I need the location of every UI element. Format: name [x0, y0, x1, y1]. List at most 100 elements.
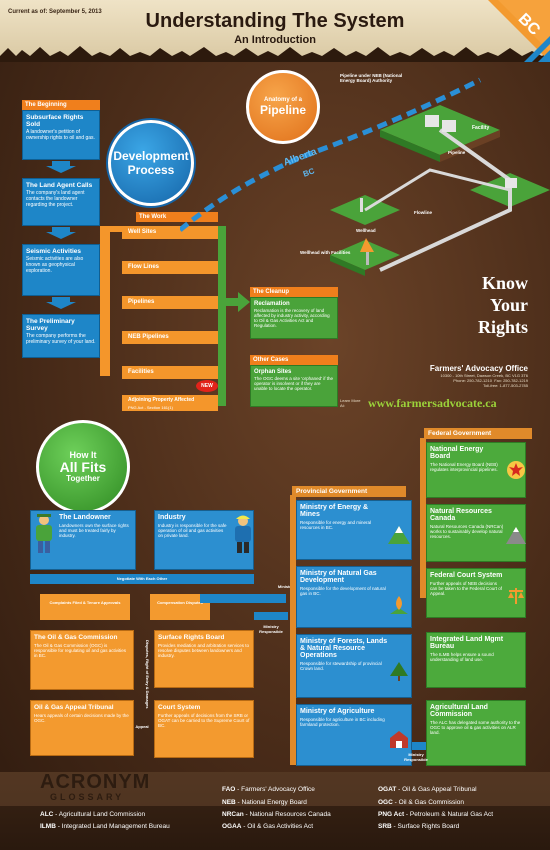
wellhead-facilities-label: Wellhead with Facilities: [300, 250, 351, 255]
ogc-text: The Oil & Gas Commission (OGC) is respon…: [34, 643, 127, 658]
fao-phone-fax: Phone: 250-782-1210 Fax: 250-782-1219: [380, 378, 528, 383]
ogat-panel: Oil & Gas Appeal Tribunal Hears appeals …: [30, 700, 134, 756]
acronym-abbr: PNG Act: [378, 811, 405, 818]
srb-panel: Surface Rights Board Provides mediation …: [154, 630, 254, 688]
development-process-circle: Development Process: [108, 120, 194, 206]
ministry-energy-text: Responsible for energy and mineral resou…: [300, 520, 372, 530]
acronym-ogaa: OGAA - Oil & Gas Activities Act: [222, 823, 314, 830]
federal-court-text: Further appeals of NEB decisions can be …: [430, 581, 503, 596]
ministry-resp-label: Ministry Responsible: [259, 624, 283, 634]
anatomy-label: Anatomy of a: [263, 97, 302, 103]
adjoining-label: Adjoining Property Affected: [128, 397, 195, 403]
tree-silhouette: [0, 46, 550, 62]
new-badge: NEW: [196, 380, 218, 392]
acronym-full: Oil & Gas Activities Act: [247, 823, 314, 830]
fao-address: 10300 - 10th Street, Dawson Creek, BC V1…: [440, 373, 528, 378]
acronym-full: Oil & Gas Appeal Tribunal: [402, 786, 477, 793]
work-item-well-sites: Well Sites: [122, 226, 218, 239]
ministry-ngd-title: Ministry of Natural Gas Development: [300, 570, 377, 584]
ogc-panel: The Oil & Gas Commission The Oil & Gas C…: [30, 630, 134, 690]
court-panel: Court System Further appeals of decision…: [154, 700, 254, 758]
acronym-full: National Energy Board: [241, 799, 307, 806]
acronym-abbr: OGC: [378, 799, 393, 806]
srb-text: Provides mediation and arbitration servi…: [158, 643, 250, 658]
complaints-arrow: [40, 594, 130, 620]
provincial-header: Provincial Government: [292, 486, 406, 497]
ministry-energy-panel: Ministry of Energy & Mines Responsible f…: [296, 500, 412, 560]
fao-tollfree: Toll-free: 1-877-503-2785: [483, 383, 528, 388]
wellhead-label: Wellhead: [356, 228, 376, 233]
negotiate-label: Negotiate With Each Other: [116, 576, 168, 581]
acronym-srb: SRB - Surface Rights Board: [378, 823, 460, 830]
orphan-box: Orphan Sites The OGC deems a site 'orpha…: [250, 365, 338, 407]
tree-icon: [390, 662, 408, 681]
court-text: Further appeals of decisions from the SR…: [158, 713, 250, 728]
how-it-fits-circle: How It All Fits Together: [36, 420, 130, 514]
mountain-icon: [388, 526, 410, 544]
acronym-abbr: SRB: [378, 823, 392, 830]
acronym-abbr: NRCan: [222, 811, 244, 818]
neb-text: The National Energy Board (NEB) regulate…: [430, 462, 498, 472]
acronym-alc: ALC - Agricultural Land Commission: [40, 811, 146, 818]
acronym-full: Integrated Land Management Bureau: [61, 823, 170, 830]
industry-text: Industry is responsible for the safe ope…: [158, 523, 227, 538]
landowner-figure: [36, 514, 52, 553]
acronym-ogat: OGAT - Oil & Gas Appeal Tribunal: [378, 786, 477, 793]
federal-rail: [420, 438, 426, 598]
ministry-resp-bar: [254, 612, 288, 620]
page-subtitle: An Introduction: [234, 34, 316, 46]
step-beginning-header: The Beginning: [22, 100, 100, 110]
acronym-abbr: OGAA: [222, 823, 242, 830]
ministry-agriculture-panel: Ministry of Agriculture Responsible for …: [296, 704, 412, 766]
process-label: Process: [127, 163, 175, 177]
orphan-title: Orphan Sites: [254, 369, 292, 375]
ogat-title: Oil & Gas Appeal Tribunal: [34, 704, 114, 711]
development-label: Development: [113, 149, 189, 163]
cleanup-header: The Cleanup: [250, 287, 338, 297]
work-item-pipelines: Pipelines: [122, 296, 218, 309]
landowner-text: Landowners own the surface rights and mu…: [59, 523, 129, 538]
step-beginning-sub: Subsurface Rights Sold: [26, 114, 84, 128]
work-item-neb-pipelines: NEB Pipelines: [122, 331, 218, 344]
provincial-rail: [290, 495, 296, 765]
ministry-ngd-text: Responsible for the development of natur…: [300, 586, 386, 596]
fao-name: Farmers' Advocacy Office: [429, 364, 528, 373]
federal-header: Federal Government: [424, 428, 532, 439]
page-title: Understanding The System: [145, 10, 405, 32]
step-land-agent-text: The company's land agent contacts the la…: [26, 190, 85, 208]
acronym-full: Petroleum & Natural Gas Act: [409, 811, 493, 818]
ministry-agriculture-text: Responsible for agriculture in BC includ…: [300, 717, 385, 727]
together-label: Together: [66, 474, 100, 483]
bc-badge: [488, 0, 550, 62]
work-section: The Work: [136, 212, 218, 222]
ilmb-text: The ILMB helps ensure a sound understand…: [430, 652, 494, 662]
federal-court-panel: Federal Court System Further appeals of …: [426, 568, 526, 618]
know-word: Know: [481, 273, 528, 293]
negotiate-bar: [30, 574, 254, 584]
industry-title: Industry: [158, 514, 186, 521]
neb-pipeline-label: Pipeline under NEB (National Energy Boar…: [340, 73, 403, 83]
ministry-agriculture-title: Ministry of Agriculture: [300, 708, 375, 715]
ministry-forests-text: Responsible for stewardship of provincia…: [300, 661, 382, 671]
federal-court-title: Federal Court System: [430, 572, 503, 579]
orphan-text: The OGC deems a site 'orphaned' if the o…: [254, 376, 334, 391]
fao-url[interactable]: www.farmersadvocate.ca: [368, 396, 497, 410]
step-arrow: [46, 161, 76, 173]
connector-top: [100, 226, 136, 232]
all-fits-label: All Fits: [59, 459, 107, 475]
step-land-agent-box: The Land Agent Calls The company's land …: [22, 178, 100, 226]
pipeline-label: Pipeline: [259, 103, 306, 117]
mountain-icon-2: [506, 527, 526, 544]
alc-title: Agricultural Land Commission: [430, 704, 488, 718]
acronym-ilmb: ILMB - Integrated Land Management Bureau: [40, 823, 170, 830]
ministry-resp2-label: Ministry Responsible: [404, 752, 428, 762]
barn-icon: [390, 731, 408, 748]
glossary-band: [0, 772, 550, 806]
acronym-abbr: ALC: [40, 811, 54, 818]
disputes-label: Disputes, Right of Entry & Damages: [145, 640, 150, 709]
appeal-label: Appeal: [135, 724, 149, 729]
acronym-ogc: OGC - Oil & Gas Commission: [378, 799, 464, 806]
reclamation-title: Reclamation: [254, 301, 290, 307]
ministry-forests-title: Ministry of Forests, Lands & Natural Res…: [300, 638, 388, 659]
step-arrow: [46, 297, 76, 309]
